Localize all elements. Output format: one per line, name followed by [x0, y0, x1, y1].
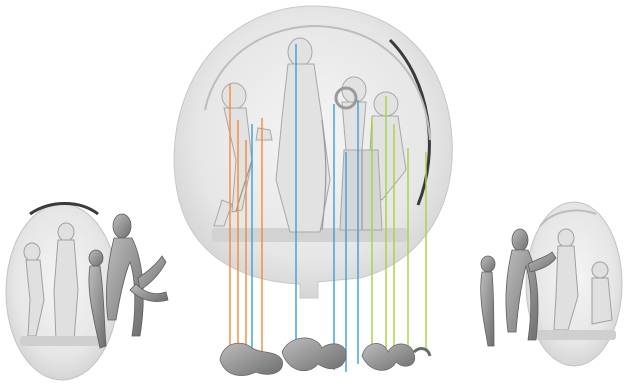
- right-relief-ground: [536, 330, 616, 340]
- left-relief: [6, 204, 168, 381]
- skeleton-right-coil: [362, 343, 415, 370]
- skeleton-tail: [414, 349, 430, 356]
- skeleton-left-blob: [220, 343, 283, 375]
- center-relief: [174, 6, 452, 298]
- skeleton-center-knot: [282, 338, 346, 371]
- right-relief: [481, 202, 622, 366]
- left-relief-ground: [20, 336, 104, 346]
